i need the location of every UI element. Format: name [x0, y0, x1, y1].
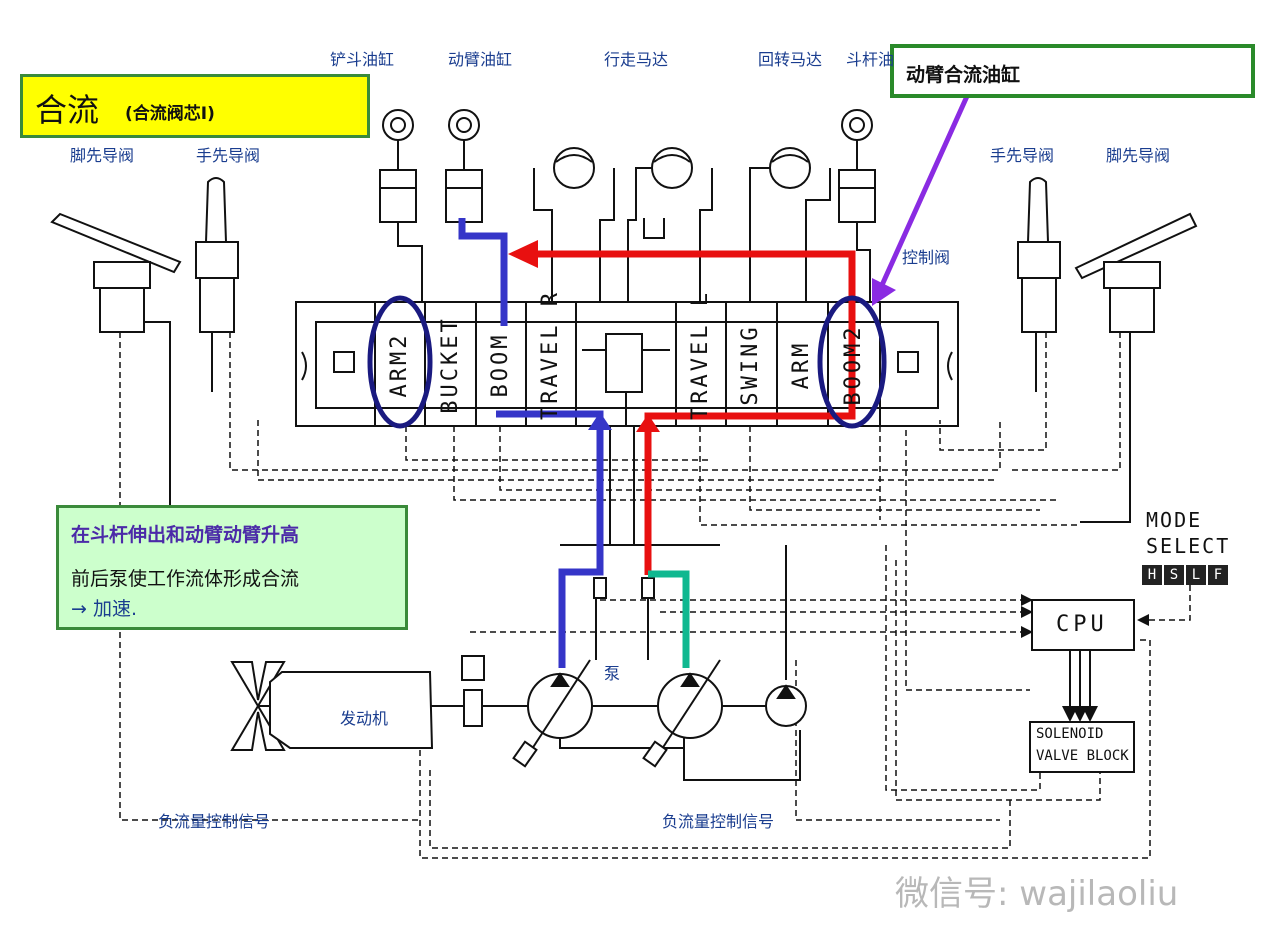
label-control-valve: 控制阀 — [902, 248, 951, 267]
label-right-hand-pilot: 手先导阀 — [990, 146, 1055, 165]
label-travel-motor: 行走马达 — [604, 50, 669, 69]
title-main: 合流 — [35, 91, 100, 129]
engine-and-pumps — [230, 577, 807, 768]
boom-merge-callout: 动臂合流油缸 — [890, 44, 1255, 98]
spool-boom2: BOOM2 — [841, 324, 866, 406]
solenoid-label-line1: SOLENOID — [1036, 726, 1104, 742]
mode-select-line2: SELECT — [1146, 534, 1231, 558]
label-right-foot-pilot: 脚先导阀 — [1106, 146, 1171, 165]
callout-arrowhead — [872, 278, 896, 306]
wechat-watermark: 微信号: wajilaoliu — [895, 874, 1179, 914]
callout-text: 动臂合流油缸 — [906, 64, 1021, 86]
spool-bucket: BUCKET — [438, 316, 463, 414]
label-negative-flow-right: 负流量控制信号 — [662, 812, 775, 831]
spool-boom: BOOM — [488, 332, 513, 398]
blue-up-arrowhead — [588, 412, 612, 430]
mode-key-h[interactable]: H — [1142, 565, 1162, 585]
label-pump: 泵 — [604, 664, 621, 683]
label-negative-flow-left: 负流量控制信号 — [158, 812, 271, 831]
label-bucket-cylinder: 铲斗油缸 — [330, 50, 395, 69]
mode-key-f[interactable]: F — [1208, 565, 1228, 585]
spool-travel-r: TRAVEL R — [538, 290, 563, 420]
label-left-foot-pilot: 脚先导阀 — [70, 146, 135, 165]
spool-arm: ARM — [789, 340, 814, 390]
hydraulic-lines — [120, 167, 1131, 781]
motors — [553, 147, 811, 189]
cylinders — [379, 109, 876, 223]
callout-arrow — [875, 92, 971, 296]
label-swing-motor: 回转马达 — [758, 50, 823, 69]
pump-link-green — [648, 570, 690, 668]
boom2-highlight-ellipse — [817, 295, 887, 429]
controller-boxes — [1029, 599, 1135, 773]
flow-paths — [458, 218, 856, 668]
label-boom-cylinder: 动臂油缸 — [448, 50, 513, 69]
title-sub: (合流阀芯I) — [125, 104, 215, 124]
solenoid-label-line2: VALVE BLOCK — [1036, 748, 1129, 764]
mode-select-line1: MODE — [1146, 508, 1203, 532]
control-valve-block — [295, 301, 959, 427]
mode-key-s[interactable]: S — [1164, 565, 1184, 585]
merge-description-note: 在斗杆伸出和动臂动臂升高 前后泵使工作流体形成合流 → 加速. — [56, 505, 408, 630]
mode-key-l[interactable]: L — [1186, 565, 1206, 585]
boom-flow-blue — [458, 218, 508, 326]
note-line-1: 在斗杆伸出和动臂动臂升高 — [71, 524, 300, 546]
spool-travel-l: TRAVEL L — [688, 290, 713, 420]
label-arm-cylinder: 斗杆油 — [846, 50, 895, 69]
pilot-valves — [50, 177, 1198, 333]
label-left-hand-pilot: 手先导阀 — [196, 146, 261, 165]
cpu-label: CPU — [1056, 612, 1108, 637]
red-arrowhead — [508, 240, 538, 268]
label-engine: 发动机 — [340, 709, 389, 728]
note-line-3: → 加速. — [71, 598, 137, 620]
title-box: 合流 (合流阀芯I) — [20, 74, 370, 138]
arm-flow-blue — [496, 410, 604, 668]
note-line-2: 前后泵使工作流体形成合流 — [71, 568, 300, 590]
arm2-highlight-ellipse — [367, 295, 433, 429]
red-up-arrowhead — [636, 414, 660, 432]
spool-arm2: ARM2 — [387, 332, 412, 398]
boom-merge-flow-red — [520, 250, 856, 575]
spool-swing: SWING — [738, 324, 763, 406]
